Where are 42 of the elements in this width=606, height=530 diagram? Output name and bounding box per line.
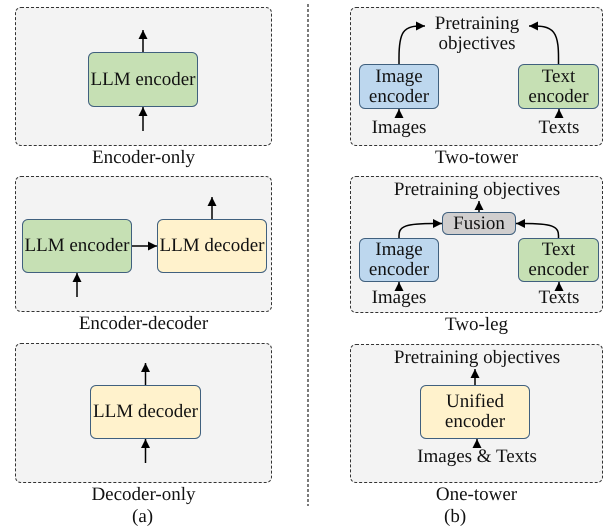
subfigure-label: (b) [444, 506, 466, 528]
text-label: Pretraining objectives [382, 347, 572, 369]
process-box: Unified encoder [420, 385, 530, 439]
text-label: Texts [528, 116, 590, 140]
text-label: Images [364, 286, 434, 310]
arrow [554, 109, 564, 118]
arrow [141, 363, 150, 385]
arrow [554, 282, 564, 291]
text-label: Pretraining objectives [425, 13, 529, 55]
panel-caption: Encoder-decoder [78, 314, 210, 334]
arrow [472, 439, 482, 448]
arrow [474, 201, 484, 212]
panel-caption: One-tower [434, 485, 518, 505]
process-box: LLM encoder [88, 52, 198, 107]
arrow [208, 197, 216, 219]
text-label: Images [364, 116, 434, 140]
arrow [394, 282, 404, 291]
arrow [470, 369, 480, 385]
process-box: Text encoder [518, 238, 599, 282]
arrow [529, 22, 560, 64]
process-box: Image encoder [359, 238, 439, 282]
text-label: Images & Texts [397, 445, 557, 469]
subfigure-label: (a) [132, 506, 154, 528]
process-box: Image encoder [359, 64, 439, 109]
arrow [141, 439, 150, 463]
panel-caption: Encoder-only [90, 148, 196, 168]
process-box: LLM decoder [157, 219, 267, 273]
arrow [138, 107, 148, 131]
process-box: Text encoder [518, 64, 599, 109]
panel-caption: Decoder-only [90, 485, 197, 505]
text-label: Texts [528, 286, 590, 310]
arrow [132, 242, 157, 250]
arrow [394, 109, 404, 118]
arrow [398, 22, 425, 64]
arrow [138, 30, 148, 52]
process-box: LLM encoder [22, 219, 132, 273]
text-label: Pretraining objectives [382, 179, 572, 201]
panel-caption: Two-leg [444, 315, 510, 335]
panel-caption: Two-tower [434, 148, 520, 168]
process-box: LLM decoder [90, 385, 201, 439]
arrow [72, 273, 82, 297]
process-box: Fusion [442, 212, 516, 235]
